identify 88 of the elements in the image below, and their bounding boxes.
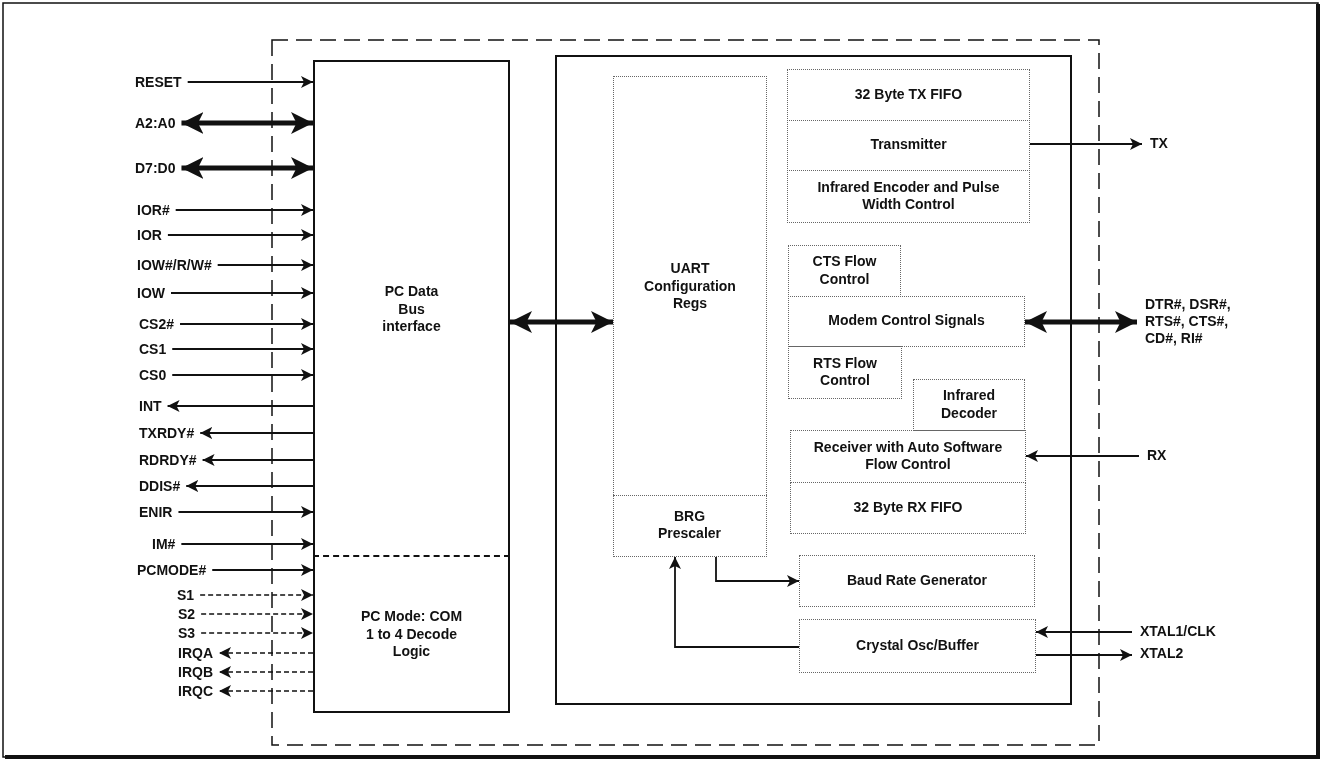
pin-label: RESET [135,73,188,91]
pin-label: CS2# [139,315,181,333]
pin-label: XTAL2 [1132,645,1210,663]
function-block [788,296,1025,347]
function-block [913,379,1025,431]
function-block [788,346,902,399]
arrow [218,647,314,659]
function-block [788,245,901,297]
pin-label: S1 [177,586,201,604]
arrow [199,427,314,439]
function-block [313,60,510,713]
pin-label: PCMODE# [137,561,213,579]
arrow [218,685,314,697]
arrow [1025,311,1137,333]
pin-label: DTR#, DSR#, RTS#, CTS#, CD#, RI# [1137,296,1255,347]
arrow [167,229,314,241]
pin-label: IOW [137,284,171,302]
arrow [171,369,314,381]
pin-label: TX [1142,135,1190,153]
arrow [510,311,613,333]
block-label: Infrared Decoder [940,387,998,422]
pin-label: IOR# [137,201,176,219]
pin-label: XTAL1/CLK [1132,623,1240,641]
arrow [199,589,314,601]
pin-label: IRQB [178,663,219,681]
block-label: Modem Control Signals [828,312,985,330]
arrow [170,287,314,299]
arrow [166,400,314,412]
function-block [787,120,1030,171]
pin-label: IRQA [178,644,219,662]
arrow [715,556,800,587]
pin-label: IOW#/R/W# [137,256,218,274]
pin-label: RDRDY# [139,451,203,469]
block-label: Infrared Encoder and Pulse Width Control [816,178,1001,214]
block-label: 32 Byte TX FIFO [854,85,963,104]
pin-label: INT [139,397,168,415]
arrow [200,627,314,639]
arrow [216,259,314,271]
arrow [181,157,313,179]
arrow [218,666,314,678]
block-label: PC Data Bus interface [381,283,442,336]
pin-label: RX [1139,447,1187,465]
arrow [171,343,314,355]
pin-label: CS0 [139,366,173,384]
function-block [787,170,1030,223]
arrow [1029,138,1143,150]
pin-label: D7:D0 [135,159,182,177]
function-block [613,76,767,557]
pin-label: S2 [178,605,202,623]
arrow [211,564,314,576]
pin-label: ENIR [139,503,179,521]
block-label: Transmitter [870,136,947,154]
block-label: RTS Flow Control [812,354,878,390]
pin-label: CS1 [139,340,173,358]
function-block [799,555,1035,607]
block-label: Baud Rate Generator [846,571,987,590]
arrow [181,112,313,134]
arrow [185,480,314,492]
arrow [669,556,800,648]
pin-label: IM# [152,535,182,553]
arrow [1035,626,1133,638]
block-label: 32 Byte RX FIFO [853,498,963,517]
arrow [174,204,314,216]
function-block [787,69,1030,121]
pin-label: A2:A0 [135,114,182,132]
arrow [201,454,314,466]
arrow [177,506,314,518]
pin-label: DDIS# [139,477,187,495]
arrow [1035,649,1133,661]
block-label: BRG Prescaler [656,507,723,543]
block-label: CTS Flow Control [811,253,878,288]
function-block [790,482,1026,534]
pin-label: IOR [137,226,168,244]
arrow [1025,450,1140,462]
uart-block [555,55,1072,705]
arrow [179,318,314,330]
block-label: Receiver with Auto Software Flow Control [812,438,1004,474]
arrow [186,76,314,88]
arrow [180,538,314,550]
function-block [799,619,1036,673]
pin-label: TXRDY# [139,424,201,442]
arrow [200,608,314,620]
function-block [790,430,1026,483]
pin-label: S3 [178,624,202,642]
block-label: PC Mode: COM 1 to 4 Decode Logic [359,608,464,661]
block-label: UART Configuration Regs [643,260,737,313]
pin-label: IRQC [178,682,219,700]
block-label: Crystal Osc/Buffer [856,636,979,655]
